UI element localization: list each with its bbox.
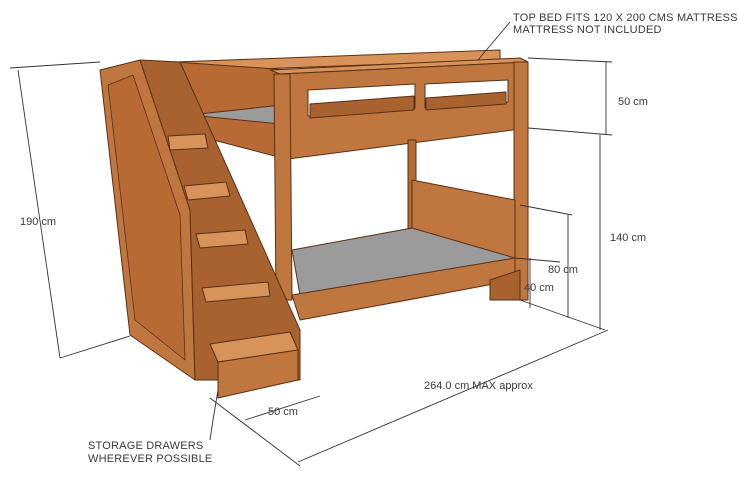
bed-frame <box>99 49 529 399</box>
stair-bottom-box <box>217 349 299 399</box>
dim-total-length <box>297 329 609 463</box>
dim-rail-ext-bottom <box>527 127 613 136</box>
dim-label-total-length: 264.0 cm MAX approx <box>424 380 533 392</box>
dim-length-ext-left <box>209 397 301 467</box>
front-right-post <box>513 61 529 301</box>
dim-stair-width <box>244 395 321 421</box>
bunk-bed-diagram: TOP BED FITS 120 X 200 CMS MATTRESS MATT… <box>9 12 737 467</box>
dim-label-stair-width: 50 cm <box>268 406 298 418</box>
dim-label-top-bunk-height: 140 cm <box>610 232 647 244</box>
dim-label-lower-base-height: 40 cm <box>524 282 554 294</box>
top-rail-inner-board <box>309 95 415 119</box>
storage-note-line1: STORAGE DRAWERS <box>88 440 204 452</box>
stair-step-3 <box>195 229 249 249</box>
dim-label-total-height: 190 cm <box>20 216 57 228</box>
dim-label-lower-rail-height: 80 cm <box>548 264 578 276</box>
dim-lower-base-ext <box>514 257 561 263</box>
bunk-bed-drawing <box>9 21 613 467</box>
dim-total-height <box>17 69 61 359</box>
top-bed-note-line1: TOP BED FITS 120 X 200 CMS MATTRESS <box>513 12 738 24</box>
dim-label-rail-height: 50 cm <box>618 96 648 108</box>
leader-storage <box>209 389 219 441</box>
dim-rail-ext-top <box>527 57 613 63</box>
stair-step-1 <box>167 133 209 151</box>
top-bed-note-line2: MATTRESS NOT INCLUDED <box>513 24 662 36</box>
top-rail-inner-board-2 <box>425 91 507 111</box>
dim-total-height-ext-top <box>9 61 101 69</box>
stair-step-2 <box>183 181 231 201</box>
dim-top-bunk-ext-bottom <box>519 299 606 331</box>
dim-total-height-ext-bottom <box>59 335 131 359</box>
front-left-post <box>273 73 293 301</box>
leader-top-bed <box>477 21 511 61</box>
dim-lower-rail-ext <box>519 204 573 216</box>
stair-side-inset <box>107 74 186 361</box>
dimension-lines <box>9 21 613 467</box>
stair-step-4 <box>201 281 271 303</box>
storage-note-line2: WHEREVER POSSIBLE <box>88 453 213 465</box>
